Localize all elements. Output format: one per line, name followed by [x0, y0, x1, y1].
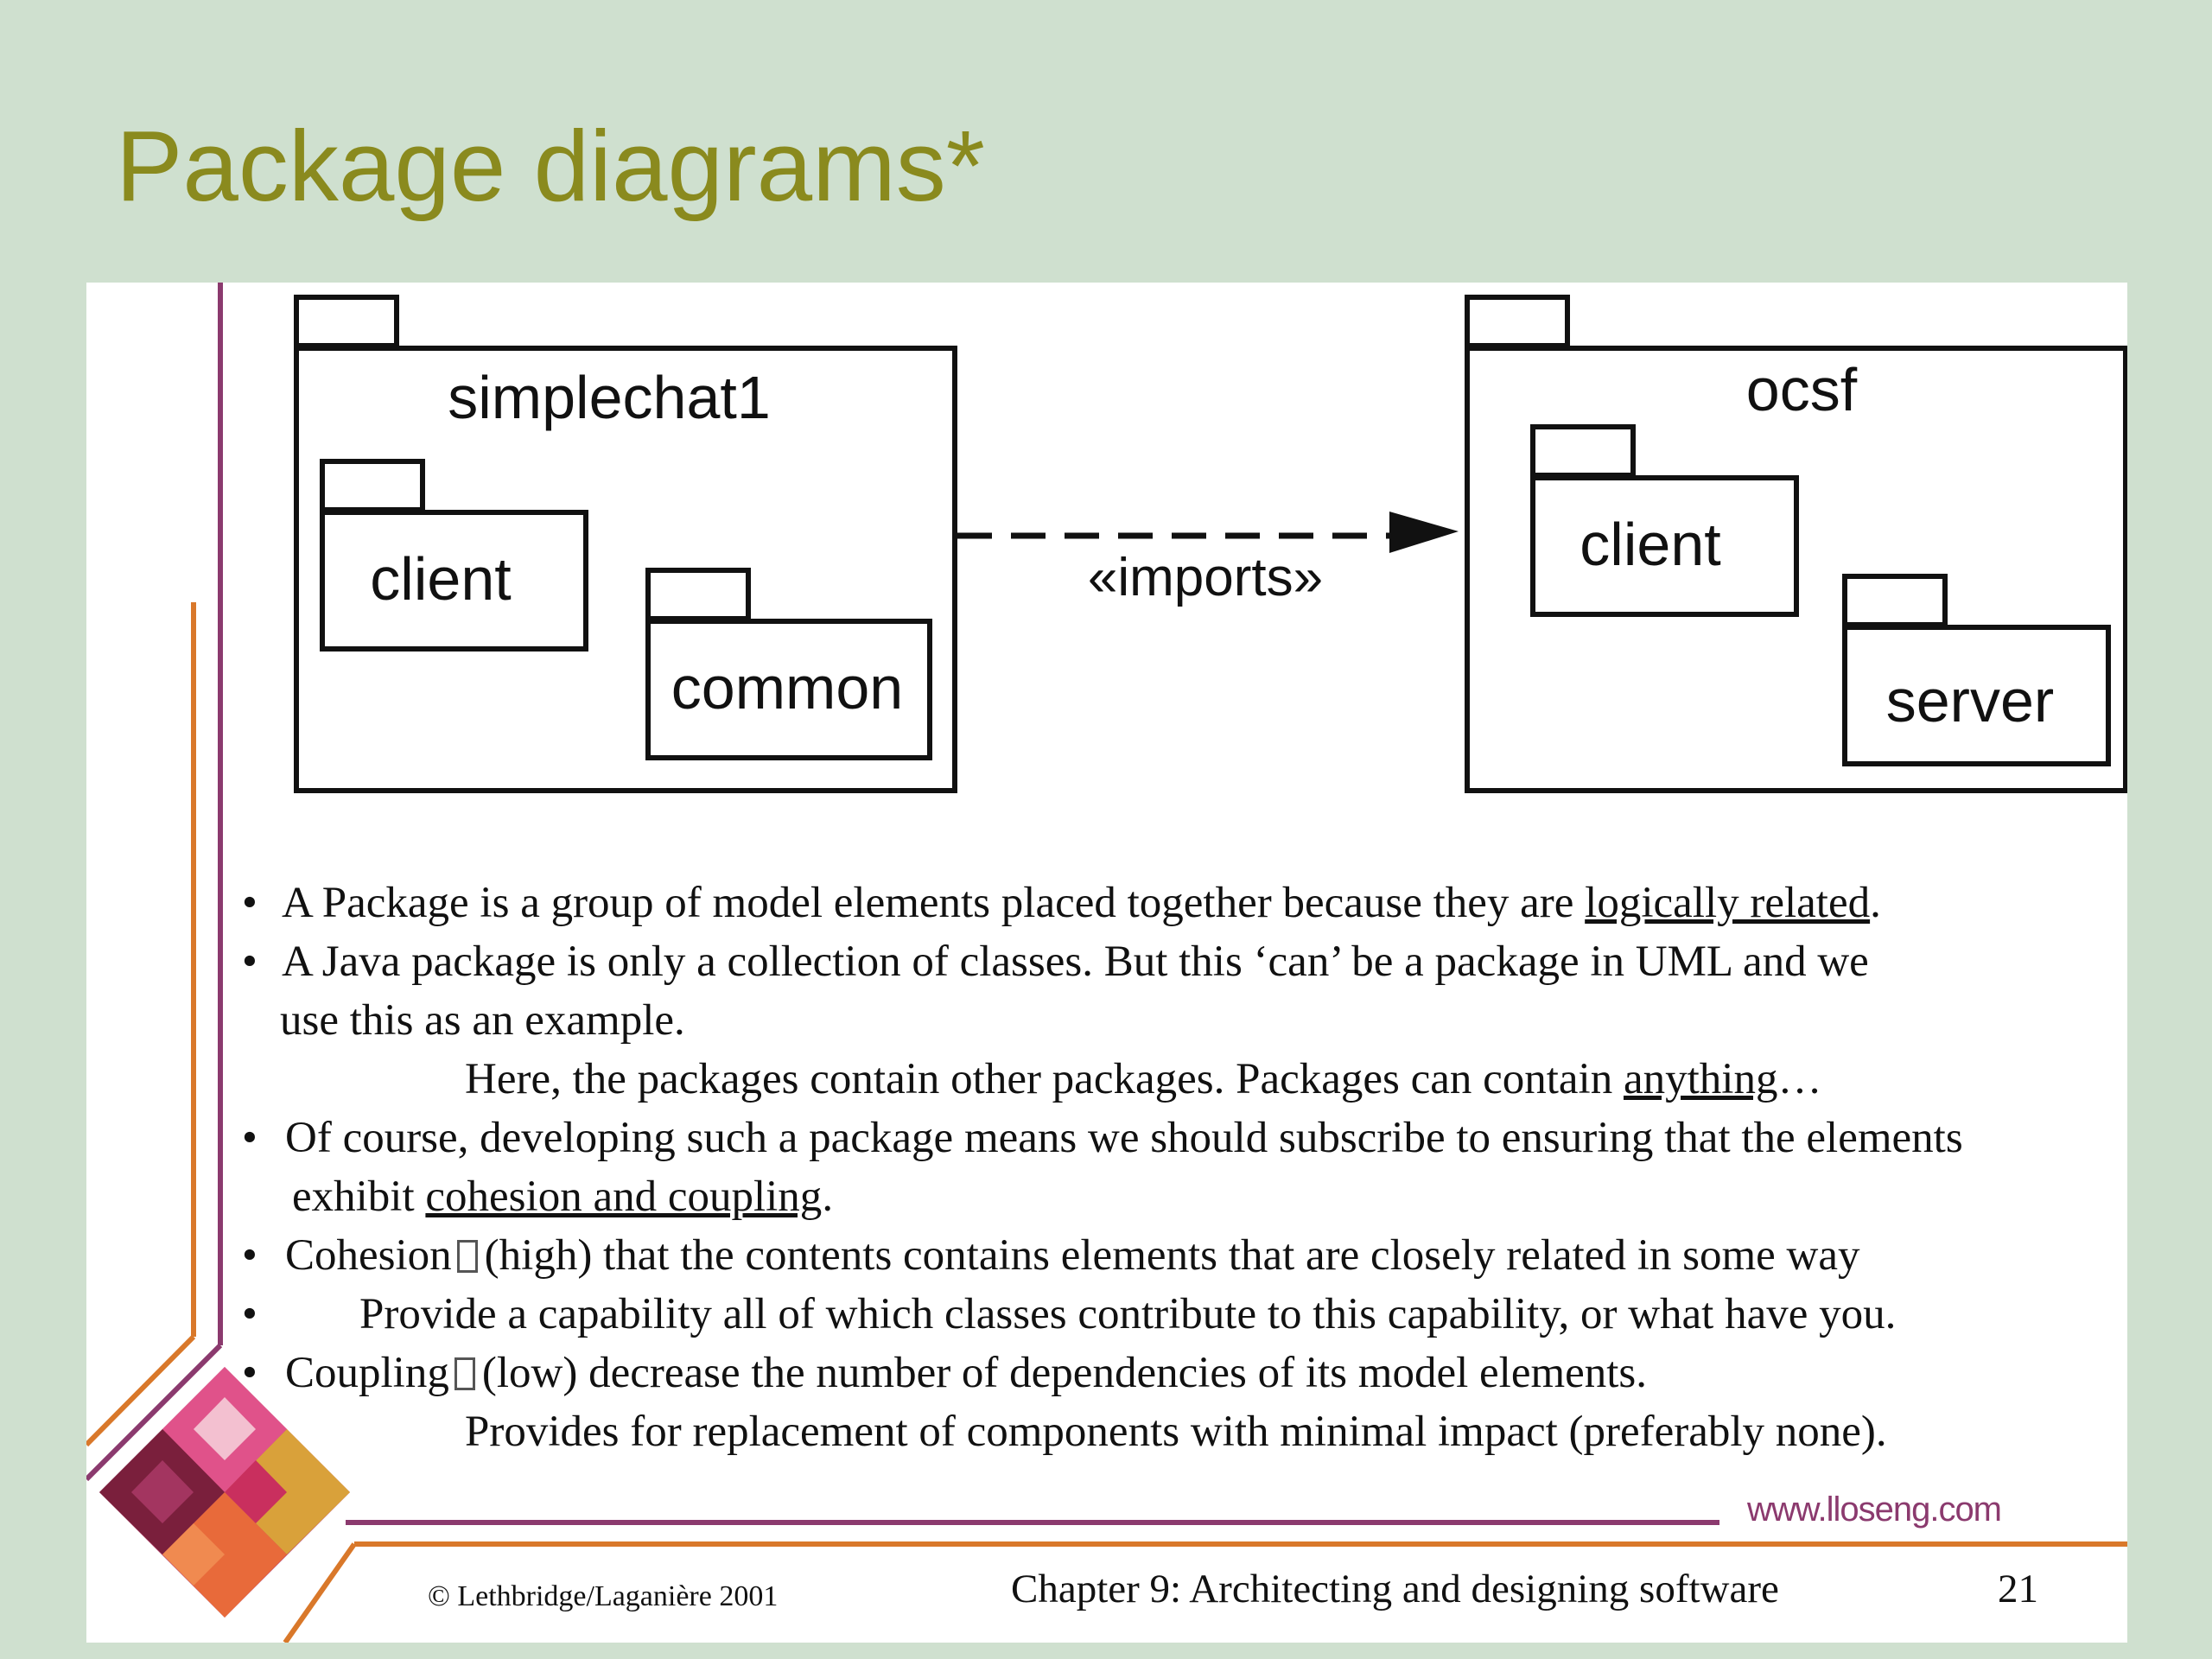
package-name-server: server — [1886, 667, 2054, 734]
list-item-continuation: Here, the packages contain other package… — [465, 1055, 1822, 1103]
logically-related-text: logically related — [1585, 879, 1871, 927]
list-item: • Coupling(low) decrease the number of d… — [242, 1349, 1648, 1397]
logo-mosaic-icon — [99, 1367, 350, 1618]
list-item-continuation: use this as an example. — [280, 996, 685, 1045]
package-ocsf-client: client — [1530, 424, 1799, 617]
website-url: www.lloseng.com — [1747, 1491, 2002, 1529]
slide-title: Package diagrams* — [116, 110, 985, 222]
copyright-text: © Lethbridge/Laganière 2001 — [428, 1580, 779, 1612]
package-name-client: client — [1580, 511, 1720, 578]
imports-label: «imports» — [1088, 548, 1323, 607]
list-item-continuation: Provides for replacement of components w… — [465, 1408, 1887, 1456]
list-item: • Provide a capability all of which clas… — [242, 1290, 1897, 1338]
bullet-list: • A Package is a group of model elements… — [242, 874, 2126, 1461]
package-name-client: client — [370, 545, 511, 613]
package-common: common — [645, 568, 932, 760]
missing-glyph-icon — [456, 1240, 478, 1273]
anything-text: anything — [1623, 1055, 1778, 1103]
package-name-simplechat1: simplechat1 — [448, 364, 771, 431]
package-server: server — [1842, 574, 2111, 766]
list-item: • Cohesion(high) that the contents conta… — [242, 1231, 1860, 1280]
list-item: • Of course, developing such a package m… — [242, 1114, 1963, 1162]
package-diagram: simplechat1 client common «imports» ocsf — [294, 295, 2127, 793]
package-name-ocsf: ocsf — [1746, 356, 1858, 423]
slide-decoration — [86, 283, 2127, 1643]
list-item: • A Java package is only a collection of… — [242, 938, 1869, 986]
package-simplechat1-client: client — [320, 459, 588, 652]
missing-glyph-icon — [454, 1357, 475, 1390]
list-item: • A Package is a group of model elements… — [242, 879, 1881, 927]
list-item-continuation: exhibit cohesion and coupling. — [292, 1173, 834, 1221]
page-number: 21 — [1998, 1567, 2038, 1611]
content-panel: simplechat1 client common «imports» ocsf — [86, 283, 2127, 1643]
chapter-title: Chapter 9: Architecting and designing so… — [1011, 1567, 1779, 1611]
cohesion-coupling-text: cohesion and coupling — [425, 1173, 823, 1221]
imports-dependency-arrow: «imports» — [957, 512, 1459, 607]
package-name-common: common — [671, 654, 903, 721]
